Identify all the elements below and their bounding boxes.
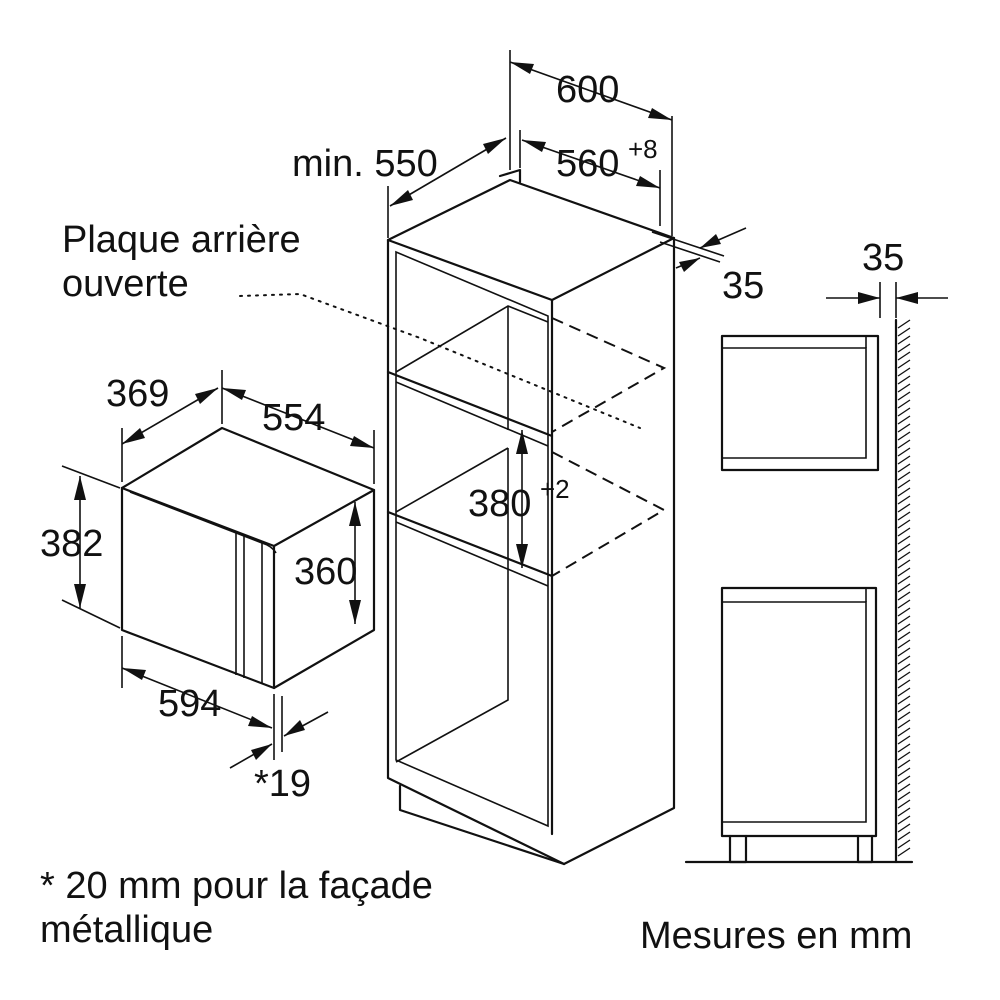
microwave-dimensions [61, 370, 375, 769]
wall-hatch-line [897, 711, 911, 721]
wall-hatch-line [897, 463, 911, 473]
wall-hatch-line [897, 447, 911, 457]
label-tolerance-560: +8 [628, 134, 658, 164]
wall-hatch-line [897, 839, 911, 849]
label-width-560: 560 [556, 143, 619, 185]
wall-hatch-line [897, 391, 911, 401]
label-width-594: 594 [158, 683, 221, 725]
wall-hatch-line [897, 847, 911, 857]
note-line2: métallique [40, 909, 213, 951]
label-open-back-line1: Plaque arrière [62, 219, 301, 261]
wall-hatch-line [897, 671, 911, 681]
wall-hatch-line [897, 343, 911, 353]
wall-hatch-line [897, 431, 911, 441]
wall-hatch-line [897, 687, 911, 697]
wall-hatch-line [897, 703, 911, 713]
wall-hatch-line [897, 471, 911, 481]
wall-hatch-line [897, 623, 911, 633]
microwave-drawing [120, 426, 376, 690]
cabinet-dimensions [387, 50, 747, 568]
wall-hatch-line [897, 439, 911, 449]
wall-hatch-line [897, 599, 911, 609]
wall-hatch-line [897, 559, 911, 569]
wall-hatch-line [897, 399, 911, 409]
label-tolerance-380: +2 [540, 474, 570, 504]
label-width-554: 554 [262, 397, 325, 439]
wall-hatch-line [897, 655, 911, 665]
label-depth-19: *19 [254, 763, 311, 805]
wall-hatch-line [897, 663, 911, 673]
cabinet-drawing [239, 168, 676, 866]
wall-hatch-line [897, 831, 911, 841]
wall-hatch-line [897, 415, 911, 425]
wall-hatch-line [897, 543, 911, 553]
wall-hatch-line [897, 639, 911, 649]
note-line1: * 20 mm pour la façade [40, 865, 433, 907]
wall-hatch-line [897, 815, 911, 825]
wall-hatch-line [897, 479, 911, 489]
wall-hatch-line [897, 607, 911, 617]
wall-hatch-line [897, 519, 911, 529]
wall-hatch-line [897, 375, 911, 385]
wall-hatch-line [897, 551, 911, 561]
wall-hatch-line [897, 319, 911, 329]
wall-hatch-line [897, 383, 911, 393]
wall-hatch-line [897, 783, 911, 793]
wall-hatch-line [897, 503, 911, 513]
wall-hatch-line [897, 327, 911, 337]
wall-hatch-line [897, 751, 911, 761]
wall-hatch-line [897, 583, 911, 593]
side-view-drawing [684, 282, 948, 864]
label-depth-369: 369 [106, 373, 169, 415]
label-open-back-line2: ouverte [62, 263, 189, 305]
wall-hatch-line [897, 759, 911, 769]
wall-hatch-line [897, 799, 911, 809]
wall-hatch-line [897, 647, 911, 657]
wall-hatch-line [897, 695, 911, 705]
wall-hatch-line [897, 567, 911, 577]
label-gap-35-right: 35 [722, 265, 764, 307]
wall-hatch-line [897, 631, 911, 641]
wall-hatch-line [897, 591, 911, 601]
units-note: Mesures en mm [640, 915, 912, 957]
wall-hatch-line [897, 351, 911, 361]
wall-hatch-line [897, 679, 911, 689]
wall-hatch-line [897, 527, 911, 537]
wall-hatch-line [897, 335, 911, 345]
wall-hatch-line [897, 423, 911, 433]
wall-hatch-line [897, 735, 911, 745]
wall-hatch-line [897, 359, 911, 369]
label-height-380: 380 [468, 483, 531, 525]
wall-hatch-line [897, 407, 911, 417]
wall-hatch-line [897, 767, 911, 777]
wall-hatch-line [897, 535, 911, 545]
wall-hatch-line [897, 823, 911, 833]
label-gap-35-side: 35 [862, 237, 904, 279]
label-min-550: min. 550 [292, 143, 438, 185]
wall-hatch-line [897, 807, 911, 817]
label-height-382: 382 [40, 523, 103, 565]
wall-hatch-line [897, 775, 911, 785]
wall-hatch-line [897, 743, 911, 753]
label-height-360: 360 [294, 551, 357, 593]
wall-hatch-line [897, 719, 911, 729]
wall-hatch-line [897, 575, 911, 585]
wall-hatch-line [897, 455, 911, 465]
label-width-600: 600 [556, 69, 619, 111]
wall-hatch-line [897, 367, 911, 377]
wall-hatch-line [897, 727, 911, 737]
wall-hatch-line [897, 495, 911, 505]
wall-hatch-line [897, 615, 911, 625]
wall-hatch-line [897, 791, 911, 801]
wall-hatch-line [897, 487, 911, 497]
wall-hatch-line [897, 511, 911, 521]
